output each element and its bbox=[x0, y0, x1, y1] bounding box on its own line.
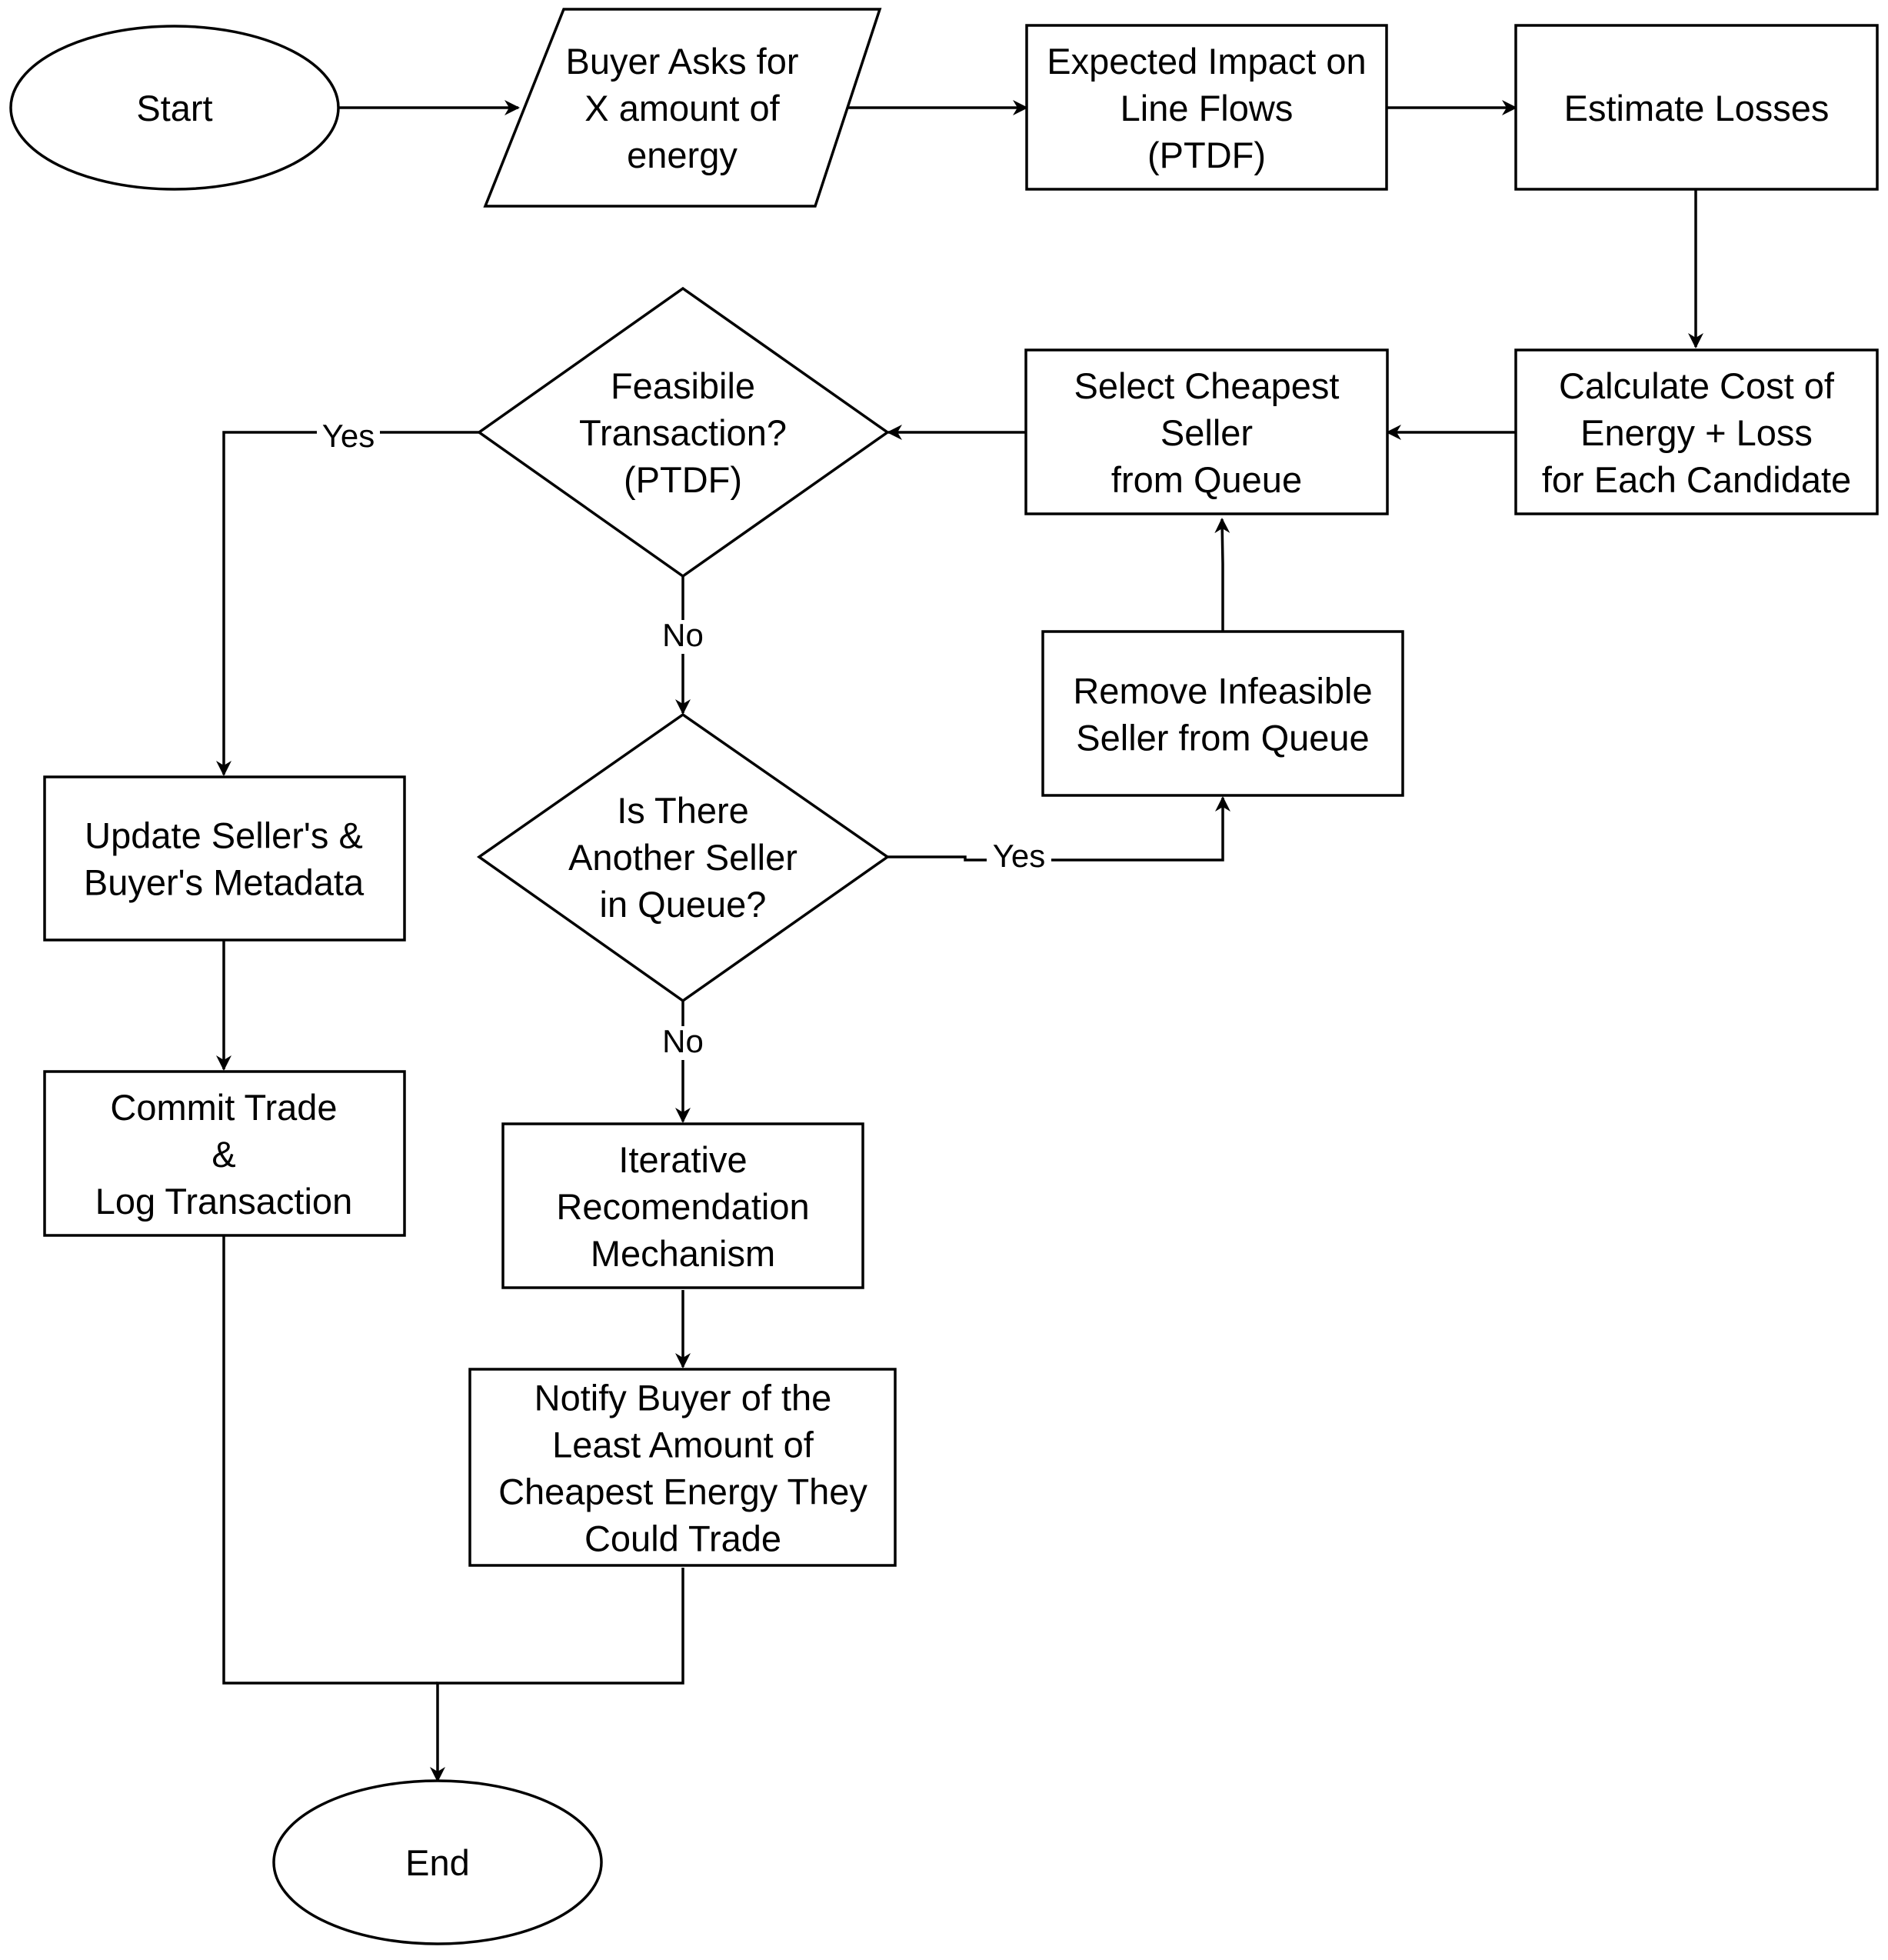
text-line: from Queue bbox=[1111, 459, 1302, 500]
text-line: Mechanism bbox=[591, 1233, 775, 1274]
text-line: Another Seller bbox=[568, 837, 797, 878]
text-line: Expected Impact on bbox=[1047, 41, 1366, 82]
edge-labels: Yes No Yes No bbox=[317, 418, 1051, 1060]
text-line: Commit Trade bbox=[110, 1087, 337, 1128]
node-update-metadata: Update Seller's & Buyer's Metadata bbox=[43, 775, 406, 942]
text-line: Remove Infeasible bbox=[1073, 671, 1372, 712]
node-buyer-asks: Buyer Asks for X amount of energy bbox=[483, 8, 882, 208]
text-line: Line Flows bbox=[1120, 88, 1294, 128]
node-expected-impact: Expected Impact on Line Flows (PTDF) bbox=[1025, 24, 1388, 191]
text-line: Could Trade bbox=[584, 1518, 781, 1559]
text-line: Log Transaction bbox=[95, 1181, 352, 1222]
text-line: Select Cheapest bbox=[1074, 365, 1340, 406]
node-start-text: Start bbox=[136, 88, 212, 128]
text-line: (PTDF) bbox=[624, 459, 742, 500]
edge-label-another-yes: Yes bbox=[993, 838, 1046, 874]
edge-another-yes-to-remove bbox=[887, 796, 1230, 862]
node-end: End bbox=[272, 1779, 603, 1945]
node-update-metadata-text: Update Seller's & Buyer's Metadata bbox=[84, 815, 365, 903]
node-commit-trade: Commit Trade & Log Transaction bbox=[43, 1070, 406, 1237]
text-line: Recomendation bbox=[556, 1186, 809, 1227]
edge-label-another-no: No bbox=[662, 1023, 704, 1059]
text-line: Feasibile bbox=[611, 365, 755, 406]
edge-remove-to-select bbox=[1214, 518, 1230, 632]
edge-label-feasible-no: No bbox=[662, 617, 704, 653]
node-calculate-cost-text: Calculate Cost of Energy + Loss for Each C… bbox=[1542, 365, 1851, 500]
text-line: Estimate Losses bbox=[1564, 88, 1830, 128]
text-line: Buyer Asks for bbox=[566, 41, 799, 82]
text-line: Transaction? bbox=[579, 412, 787, 453]
edges bbox=[216, 100, 1703, 1782]
edge-notify-to-end bbox=[430, 1568, 684, 1782]
text-line: End bbox=[405, 1842, 470, 1883]
text-line: Seller from Queue bbox=[1076, 718, 1369, 758]
text-line: for Each Candidate bbox=[1542, 459, 1851, 500]
text-line: Start bbox=[136, 88, 212, 128]
text-line: Is There bbox=[617, 790, 749, 831]
node-estimate-losses: Estimate Losses bbox=[1514, 24, 1879, 191]
edge-commit-to-end bbox=[222, 1235, 438, 1685]
text-line: X amount of bbox=[584, 88, 780, 128]
text-line: & bbox=[211, 1134, 235, 1175]
node-start: Start bbox=[9, 25, 340, 191]
text-line: in Queue? bbox=[600, 884, 767, 925]
edge-feasible-yes-to-update bbox=[216, 431, 479, 776]
node-expected-impact-text: Expected Impact on Line Flows (PTDF) bbox=[1047, 41, 1366, 175]
text-line: Buyer's Metadata bbox=[84, 862, 365, 903]
edge-label-feasible-yes: Yes bbox=[322, 418, 375, 454]
text-line: Cheapest Energy They bbox=[498, 1472, 867, 1512]
text-line: (PTDF) bbox=[1147, 135, 1266, 175]
text-line: Iterative bbox=[618, 1139, 747, 1180]
text-line: Notify Buyer of the bbox=[534, 1378, 832, 1418]
text-line: Energy + Loss bbox=[1580, 412, 1813, 453]
text-line: Update Seller's & bbox=[85, 815, 363, 856]
node-commit-trade-text: Commit Trade & Log Transaction bbox=[95, 1087, 352, 1222]
node-buyer-asks-text: Buyer Asks for X amount of energy bbox=[566, 41, 799, 175]
text-line: Seller bbox=[1160, 412, 1253, 453]
node-end-text: End bbox=[405, 1842, 470, 1883]
text-line: energy bbox=[627, 135, 738, 175]
text-line: Calculate Cost of bbox=[1559, 365, 1835, 406]
node-estimate-losses-text: Estimate Losses bbox=[1564, 88, 1830, 128]
node-calculate-cost: Calculate Cost of Energy + Loss for Each C… bbox=[1514, 348, 1879, 515]
text-line: Least Amount of bbox=[552, 1425, 814, 1465]
